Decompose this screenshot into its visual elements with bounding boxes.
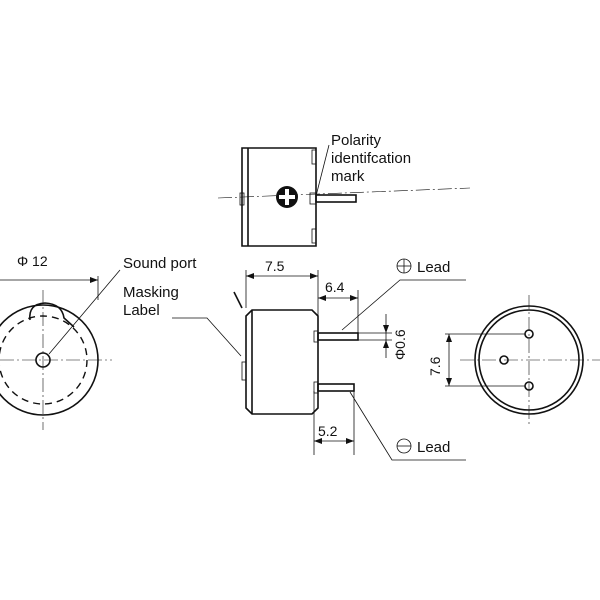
- lead-offset-arrow-left: [314, 438, 322, 444]
- lead-length-arrow-left: [318, 295, 326, 301]
- top-view-lead: [315, 194, 357, 203]
- top-view-centerline: [217, 187, 471, 199]
- minus-lead-label: Lead: [417, 439, 450, 456]
- polarity-plus-horizontal: [279, 195, 295, 199]
- masking-label-1: Masking: [123, 284, 179, 301]
- length-dim-arrow-right: [310, 273, 318, 279]
- masking-label-2: Label: [123, 302, 160, 319]
- lead-length-arrow-right: [350, 295, 358, 301]
- minus-lead-leader: [349, 391, 466, 461]
- top-view-lead-base: [309, 192, 317, 205]
- top-view-notch-bottom: [311, 228, 317, 244]
- top-view-notch-top: [311, 149, 317, 165]
- side-view: 7.5 6.4 Φ0.6 5.2 Lead Lead: [233, 258, 466, 461]
- polarity-leader: [315, 144, 330, 197]
- lead-dia-arrow-top: [383, 325, 389, 333]
- lead-dia-dim-text: Φ0.6: [392, 329, 408, 360]
- top-view-body: [241, 147, 317, 247]
- plus-lead-leader: [341, 279, 466, 331]
- plus-lead-pin: [317, 332, 359, 341]
- plus-lead-label: Lead: [417, 259, 450, 276]
- masking-label-tab: [233, 291, 243, 309]
- side-view-notch: [241, 361, 247, 381]
- length-dim-arrow-left: [246, 273, 254, 279]
- pin-spacing-dim-text: 7.6: [427, 356, 443, 376]
- masking-leader: [172, 317, 242, 357]
- polarity-label-2: identifcation: [331, 150, 411, 167]
- lead-length-dim-text: 6.4: [325, 279, 345, 295]
- length-dim-text: 7.5: [265, 258, 285, 274]
- pin-spacing-arrow-top: [446, 334, 452, 342]
- sound-port-leader: [48, 269, 121, 355]
- pin-spacing-arrow-bottom: [446, 378, 452, 386]
- diameter-dim-arrow: [90, 277, 98, 283]
- plus-lead-base: [313, 330, 319, 343]
- sound-port-label: Sound port: [123, 255, 197, 272]
- diameter-dim-text: Φ 12: [17, 253, 48, 269]
- top-view: Polarity identifcation mark: [217, 132, 471, 247]
- minus-lead-pin: [317, 383, 355, 392]
- lead-offset-dim-text: 5.2: [318, 423, 338, 439]
- lead-dia-arrow-bottom: [383, 340, 389, 348]
- lead-offset-arrow-right: [346, 438, 354, 444]
- front-view: Φ 12 Sound port Masking Label: [0, 253, 242, 430]
- front-view-port-tab: [28, 302, 75, 328]
- bottom-view: 7.6: [427, 295, 600, 425]
- polarity-label-3: mark: [331, 168, 365, 185]
- minus-lead-base: [313, 381, 319, 394]
- polarity-label-1: Polarity: [331, 132, 382, 149]
- side-view-body: [245, 309, 319, 415]
- top-view-notch-left: [239, 192, 245, 206]
